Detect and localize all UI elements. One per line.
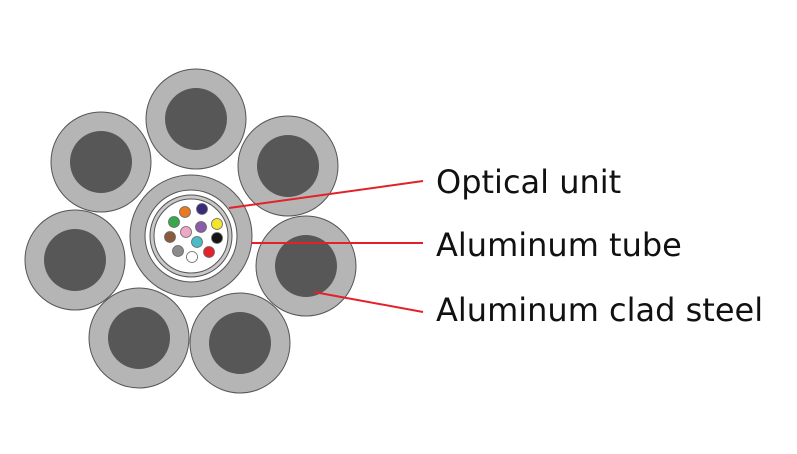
strand-right [255, 215, 357, 317]
label-aluminum-tube: Aluminum tube [436, 226, 682, 264]
fiber-white [186, 251, 198, 263]
strand-lower-left [88, 287, 190, 389]
fiber-navy [196, 203, 208, 215]
fiber-black [211, 232, 223, 244]
fiber-gray [172, 245, 184, 257]
fiber-pink [180, 226, 192, 238]
strand-upper-right [237, 115, 339, 217]
aluminum-tube [129, 174, 253, 298]
fiber-brown [164, 231, 176, 243]
strand-top [145, 68, 247, 170]
strand-lower-right [189, 292, 291, 394]
strand-upper-left [50, 111, 152, 213]
strand-left [24, 209, 126, 311]
fiber-yellow [211, 218, 223, 230]
fiber-red [203, 246, 215, 258]
fiber-orange [179, 206, 191, 218]
optical-unit [164, 203, 223, 263]
label-optical-unit: Optical unit [436, 163, 622, 201]
leader-line-optical-unit [228, 180, 424, 209]
fiber-aqua [191, 236, 203, 248]
leader-line-aluminum-clad-steel [313, 291, 424, 313]
fiber-violet [195, 221, 207, 233]
fiber-green [168, 216, 180, 228]
label-aluminum-clad-steel: Aluminum clad steel [436, 291, 764, 329]
